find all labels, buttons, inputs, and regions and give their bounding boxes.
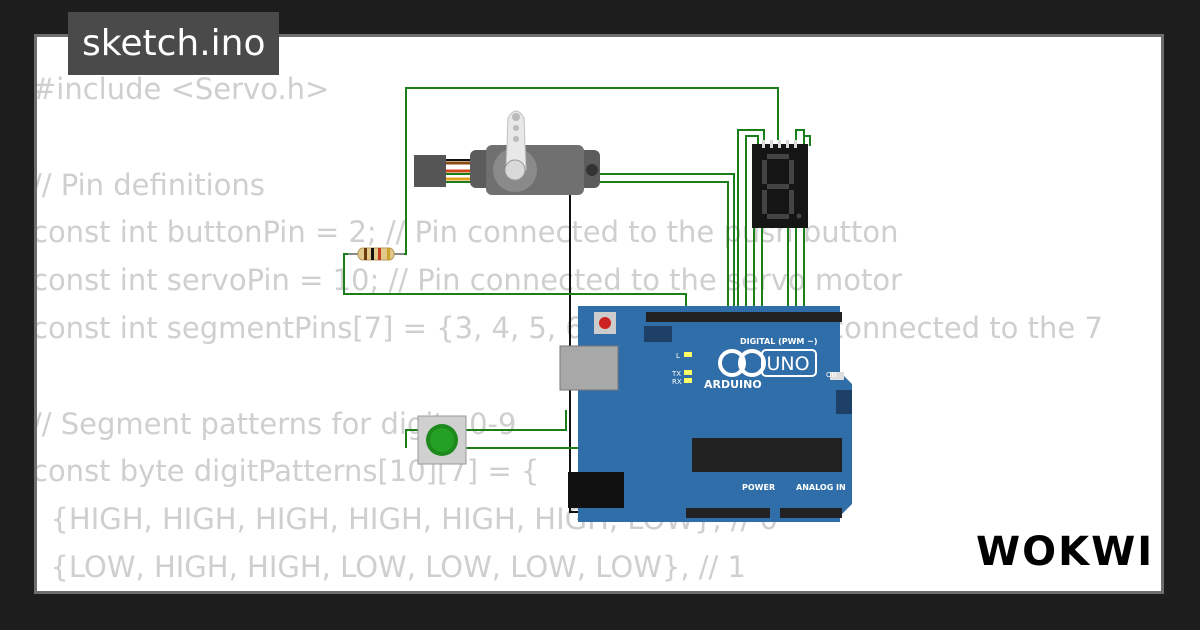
resistor[interactable] (348, 247, 404, 261)
code-line: const int buttonPin = 2; // Pin connecte… (32, 215, 899, 250)
l-led-label: L (676, 352, 680, 360)
segments (762, 154, 802, 219)
frame-right (1164, 0, 1200, 630)
wire (737, 129, 765, 312)
seven-segment-display[interactable] (752, 140, 808, 228)
code-line: #include <Servo.h> (32, 72, 330, 106)
filename-tab-label[interactable]: sketch.ino (68, 12, 280, 75)
code-line: {LOW, HIGH, HIGH, LOW, LOW, LOW, LOW}, /… (32, 549, 746, 584)
rx-led-label: RX (672, 378, 682, 386)
power-header-label: POWER (742, 483, 775, 492)
wire (418, 181, 729, 312)
board-model-label: UNO (766, 353, 809, 375)
wire (466, 410, 567, 431)
wire (405, 429, 418, 448)
on-label: ON (826, 371, 837, 379)
wire (405, 87, 779, 160)
analog-header-label: ANALOG IN (796, 483, 846, 492)
wire (398, 160, 407, 255)
card-border (34, 34, 1164, 594)
wire (745, 135, 759, 312)
arduino-uno-board[interactable]: UNO ARDUINO DIGITAL (PWM ~) POWER ANALOG… (559, 306, 852, 522)
wire (753, 225, 774, 312)
board-brand-label: ARDUINO (704, 378, 762, 391)
frame-bottom (0, 594, 1200, 630)
code-line: // Pin definitions (32, 167, 265, 202)
wokwi-logo: WOKWI (976, 529, 1155, 575)
wire (343, 253, 687, 312)
frame-left (0, 0, 34, 630)
digital-header-label: DIGITAL (PWM ~) (740, 337, 818, 346)
servo-motor[interactable] (414, 110, 600, 195)
push-button[interactable] (417, 415, 467, 465)
tx-led-label: TX (671, 370, 681, 378)
code-line: const int servoPin = 10; // Pin connecte… (32, 263, 902, 298)
